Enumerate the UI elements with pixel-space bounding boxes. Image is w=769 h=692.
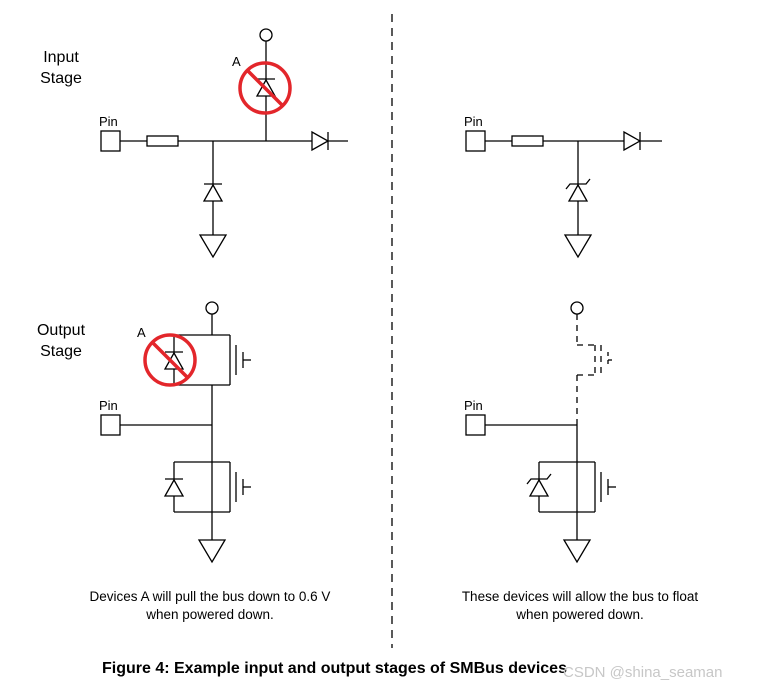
pin-pad xyxy=(465,130,486,152)
ground-clamp-diode xyxy=(202,183,224,202)
zener-diode xyxy=(565,178,591,202)
right-output-stage xyxy=(465,301,616,564)
pin-label-right-input: Pin xyxy=(464,114,483,129)
series-resistor xyxy=(511,135,544,147)
left-input-stage xyxy=(100,28,348,259)
series-diode xyxy=(623,130,662,152)
input-stage-label: Input Stage xyxy=(40,49,82,87)
ground-symbol xyxy=(198,234,228,259)
right-caption: These devices will allow the bus to floa… xyxy=(461,589,699,622)
pin-label-left-input: Pin xyxy=(99,114,118,129)
watermark: CSDN @shina_seaman xyxy=(563,664,723,681)
pin-label-right-output: Pin xyxy=(464,398,483,413)
ground-symbol xyxy=(562,539,592,564)
vcc-terminal xyxy=(570,301,584,315)
zener-diode xyxy=(526,473,552,497)
prohibit-sign-input xyxy=(238,61,292,115)
vcc-terminal xyxy=(259,28,273,42)
device-a-tag-output: A xyxy=(137,325,146,340)
prohibit-sign-output xyxy=(143,333,197,387)
series-diode xyxy=(311,130,348,152)
esd-diode-low xyxy=(163,478,185,497)
ground-symbol xyxy=(563,234,593,259)
pin-pad xyxy=(100,414,121,436)
pin-pad xyxy=(100,130,121,152)
high-side-transistor xyxy=(229,335,251,385)
absent-high-side-transistor xyxy=(576,314,602,425)
figure-title: Figure 4: Example input and output stage… xyxy=(102,660,567,677)
low-side-transistor xyxy=(229,462,251,512)
right-input-stage xyxy=(465,130,662,259)
left-caption: Devices A will pull the bus down to 0.6 … xyxy=(89,589,331,622)
series-resistor xyxy=(146,135,179,147)
pin-pad xyxy=(465,414,486,436)
left-output-stage xyxy=(100,301,251,564)
ground-symbol xyxy=(197,539,227,564)
pin-label-left-output: Pin xyxy=(99,398,118,413)
low-side-transistor xyxy=(594,462,616,512)
device-a-tag-input: A xyxy=(232,54,241,69)
vcc-terminal xyxy=(205,301,219,315)
output-stage-label: Output Stage xyxy=(36,322,86,360)
